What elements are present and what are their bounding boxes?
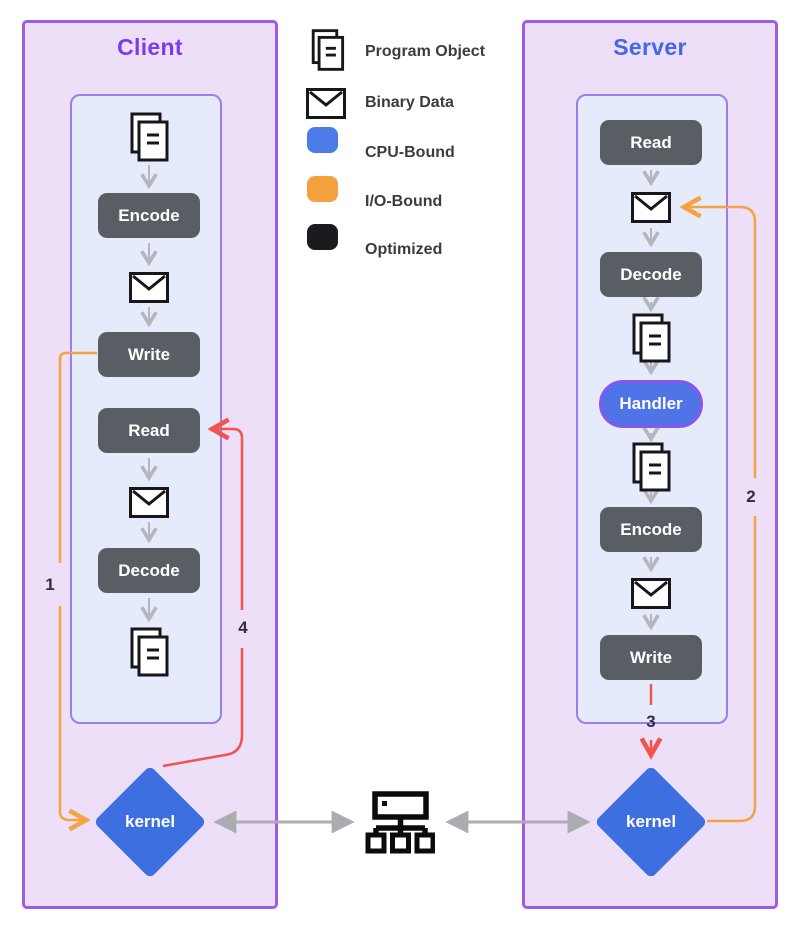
client-title: Client bbox=[117, 34, 183, 60]
client-decode-step: Decode bbox=[98, 548, 200, 593]
legend-label: Program Object bbox=[365, 43, 486, 60]
program-object-icon bbox=[130, 112, 169, 162]
client-read-label: Read bbox=[128, 420, 170, 440]
server-handler-label: Handler bbox=[619, 394, 683, 413]
client-encode-step: Encode bbox=[98, 193, 200, 238]
step-number-1: 1 bbox=[45, 575, 55, 594]
legend-label: I/O-Bound bbox=[365, 193, 443, 210]
server-read-label: Read bbox=[630, 132, 672, 152]
binary-data-icon bbox=[129, 487, 169, 518]
cpu-bound-swatch bbox=[307, 127, 338, 153]
program-object-icon bbox=[130, 627, 169, 677]
server-handler-node: Handler bbox=[599, 380, 703, 428]
client-kernel-label: kernel bbox=[124, 812, 176, 831]
binary-data-icon bbox=[129, 272, 169, 303]
client-encode-label: Encode bbox=[118, 205, 180, 225]
program-object-icon bbox=[311, 29, 345, 71]
server-decode-step: Decode bbox=[600, 252, 702, 297]
server-write-label: Write bbox=[629, 647, 673, 667]
binary-data-icon bbox=[631, 578, 671, 609]
server-write-step: Write bbox=[600, 635, 702, 680]
legend-label: CPU-Bound bbox=[365, 144, 455, 161]
legend-label: Optimized bbox=[365, 241, 443, 258]
io-bound-swatch bbox=[307, 176, 338, 202]
server-encode-step: Encode bbox=[600, 507, 702, 552]
binary-data-icon bbox=[631, 192, 671, 223]
client-decode-label: Decode bbox=[118, 560, 180, 580]
server-decode-label: Decode bbox=[620, 264, 682, 284]
step-number-3: 3 bbox=[646, 712, 656, 731]
optimized-swatch bbox=[307, 224, 338, 250]
binary-data-icon bbox=[306, 88, 346, 119]
client-read-step: Read bbox=[98, 408, 200, 453]
client-write-label: Write bbox=[127, 344, 171, 364]
step-number-2: 2 bbox=[746, 487, 756, 506]
server-kernel-label: kernel bbox=[625, 812, 677, 831]
legend-label: Binary Data bbox=[365, 94, 454, 111]
program-object-icon bbox=[632, 313, 671, 363]
network-icon bbox=[365, 791, 435, 854]
program-object-icon bbox=[632, 442, 671, 492]
server-read-step: Read bbox=[600, 120, 702, 165]
server-encode-label: Encode bbox=[620, 519, 682, 539]
step-number-4: 4 bbox=[238, 618, 248, 637]
client-write-step: Write bbox=[98, 332, 200, 377]
server-title: Server bbox=[613, 34, 687, 60]
